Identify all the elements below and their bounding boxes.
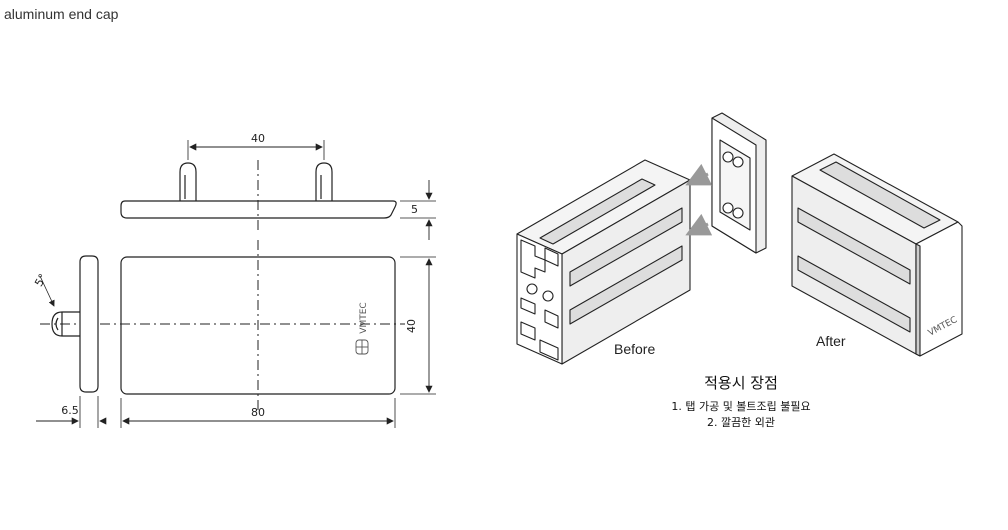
side-view — [36, 255, 107, 428]
benefit-item-1: 1. 탭 가공 및 볼트조립 불필요 — [671, 400, 810, 413]
profile-after — [791, 153, 963, 357]
dim-angle: 5° — [32, 272, 50, 289]
top-view — [120, 140, 436, 240]
benefits-heading: 적용시 장점 — [704, 374, 778, 392]
page-title: aluminum end cap — [4, 6, 119, 22]
dim-pin-spacing: 40 — [251, 132, 265, 145]
brand-text: VMTEC — [359, 302, 369, 333]
dim-thickness: 5 — [411, 203, 418, 216]
dim-side: 6.5 — [61, 404, 79, 417]
cap-exploded — [711, 112, 767, 254]
profile-before — [516, 159, 691, 365]
dim-width: 80 — [251, 406, 265, 419]
insert-arrow-top-icon — [685, 163, 713, 186]
before-label: Before — [614, 341, 655, 357]
after-label: After — [816, 333, 846, 349]
benefit-item-2: 2. 깔끔한 외관 — [707, 415, 775, 429]
insert-arrow-bottom-icon — [685, 213, 713, 236]
front-view — [40, 240, 436, 428]
dim-height: 40 — [405, 319, 418, 333]
brand-logo-icon — [355, 339, 369, 355]
